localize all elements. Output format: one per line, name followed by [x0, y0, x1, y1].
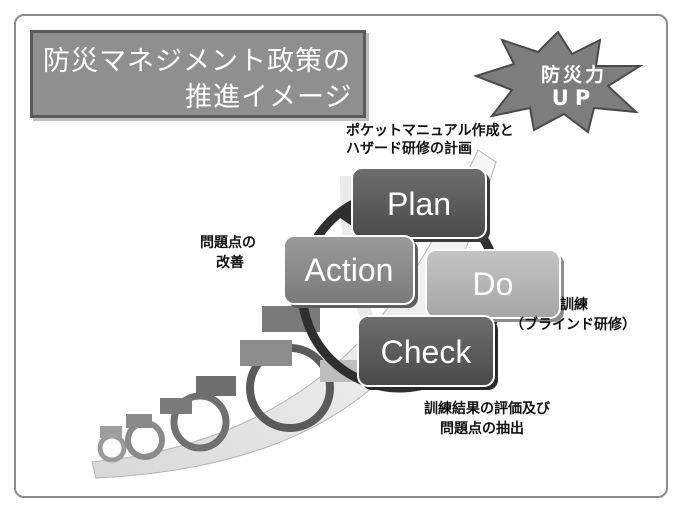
- plan-block: [351, 167, 490, 242]
- title-box: 防災マネジメント政策の 推進イメージ: [30, 30, 366, 118]
- do-annotation-2: （ブラインド研修）: [510, 317, 636, 333]
- action-annotation-1: 問題点の: [200, 235, 256, 251]
- do-annotation-1: 訓練: [560, 297, 588, 313]
- action-annotation-2: 改善: [216, 255, 244, 271]
- plan-annotation-2: ハザード研修の計画: [346, 141, 472, 157]
- do-block: [425, 249, 564, 322]
- growth-ramp: [91, 149, 497, 479]
- badge-line-2: UP: [551, 86, 597, 110]
- check-label: Check: [380, 334, 472, 370]
- action-label: Action: [304, 252, 394, 288]
- star-badge-icon: [472, 30, 644, 134]
- badge-line-1: 防災力: [540, 64, 607, 86]
- plan-annotation-1: ポケットマニュアル作成と: [346, 123, 514, 139]
- plan-label: Plan: [386, 186, 452, 222]
- check-annotation-1: 訓練結果の評価及び: [424, 401, 550, 417]
- check-annotation-2: 問題点の抽出: [440, 421, 524, 437]
- action-block: [283, 235, 418, 308]
- check-block: [357, 315, 498, 390]
- do-label: Do: [472, 266, 514, 302]
- title-line-1: 防災マネジメント政策の: [43, 46, 351, 77]
- title-line-2: 推進イメージ: [185, 82, 353, 113]
